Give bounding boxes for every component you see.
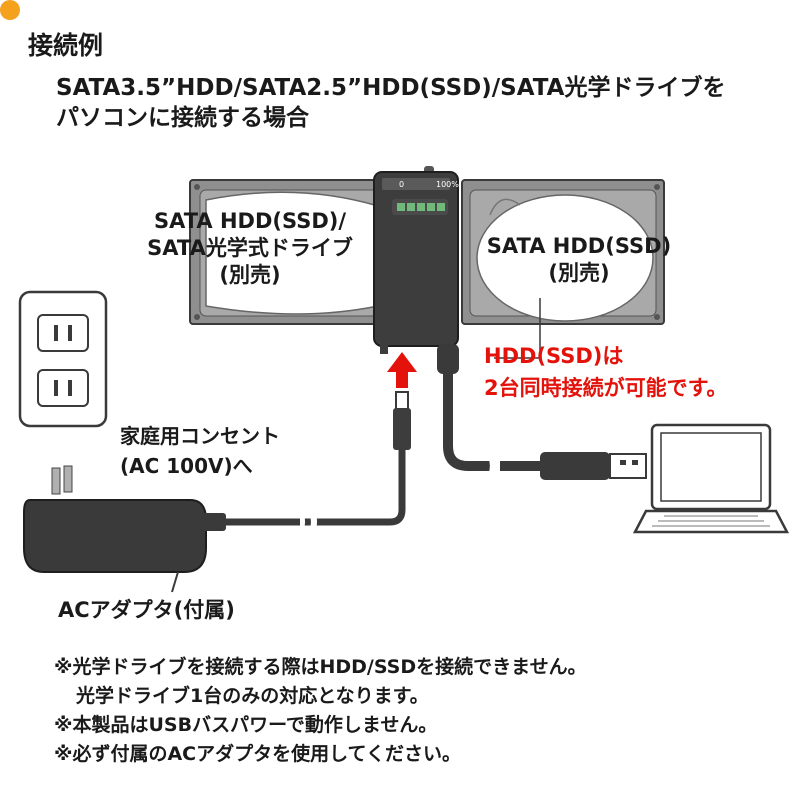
wall-outlet-icon [18, 290, 108, 428]
subtitle-line-2: パソコンに接続する場合 [56, 105, 309, 131]
simultaneous-connection-note: HDD(SSD)は 2台同時接続が可能です。 [484, 340, 728, 404]
note-item: 光学ドライブ1台のみの対応となります。 [76, 685, 429, 707]
insert-arrow-icon [387, 352, 417, 388]
dc-power-cable [225, 391, 411, 541]
red-note-line-2: 2台同時接続が可能です。 [484, 376, 728, 400]
page-title: 接続例 [28, 31, 104, 60]
outlet-label-line-2: (AC 100V)へ [120, 454, 253, 478]
right-drive-illustration [461, 179, 665, 325]
usb-cable [437, 344, 647, 486]
left-drive-label-line-2: SATA光学式ドライブ [147, 236, 353, 260]
left-drive-illustration [189, 179, 399, 325]
notes-list: ※光学ドライブを接続する際はHDD/SSDを接続できません。 光学ドライブ1台の… [54, 653, 587, 769]
red-note-line-1: HDD(SSD)は [484, 344, 624, 368]
right-drive-label-line-1: SATA HDD(SSD) [486, 234, 672, 258]
indicator-min-label: 0 [399, 180, 404, 189]
ac-adapter-icon [23, 465, 226, 593]
note-item: ※必ず付属のACアダプタを使用してください。 [54, 743, 461, 765]
left-drive-label: SATA HDD(SSD)/ SATA光学式ドライブ (別売) [130, 208, 370, 289]
outlet-label-line-1: 家庭用コンセント [120, 424, 280, 448]
left-drive-label-line-3: (別売) [219, 263, 281, 287]
outlet-label: 家庭用コンセント (AC 100V)へ [120, 421, 280, 481]
red-note-pointer [494, 298, 541, 359]
laptop-icon [632, 423, 790, 534]
right-drive-label: SATA HDD(SSD) (別売) [474, 233, 684, 287]
note-item: ※本製品はUSBバスパワーで動作しません。 [54, 714, 438, 736]
indicator-max-label: 100% [436, 180, 459, 189]
right-drive-label-line-2: (別売) [548, 261, 610, 285]
connection-diagram: 0 100% [18, 166, 790, 593]
bullet-dot-icon [0, 0, 20, 20]
subtitle-line-1: SATA3.5”HDD/SATA2.5”HDD(SSD)/SATA光学ドライブを [56, 75, 726, 101]
left-drive-label-line-1: SATA HDD(SSD)/ [153, 209, 347, 233]
converter-device: 0 100% [373, 166, 459, 354]
adapter-label: ACアダプタ(付属) [58, 598, 235, 622]
note-item: ※光学ドライブを接続する際はHDD/SSDを接続できません。 [54, 656, 587, 678]
